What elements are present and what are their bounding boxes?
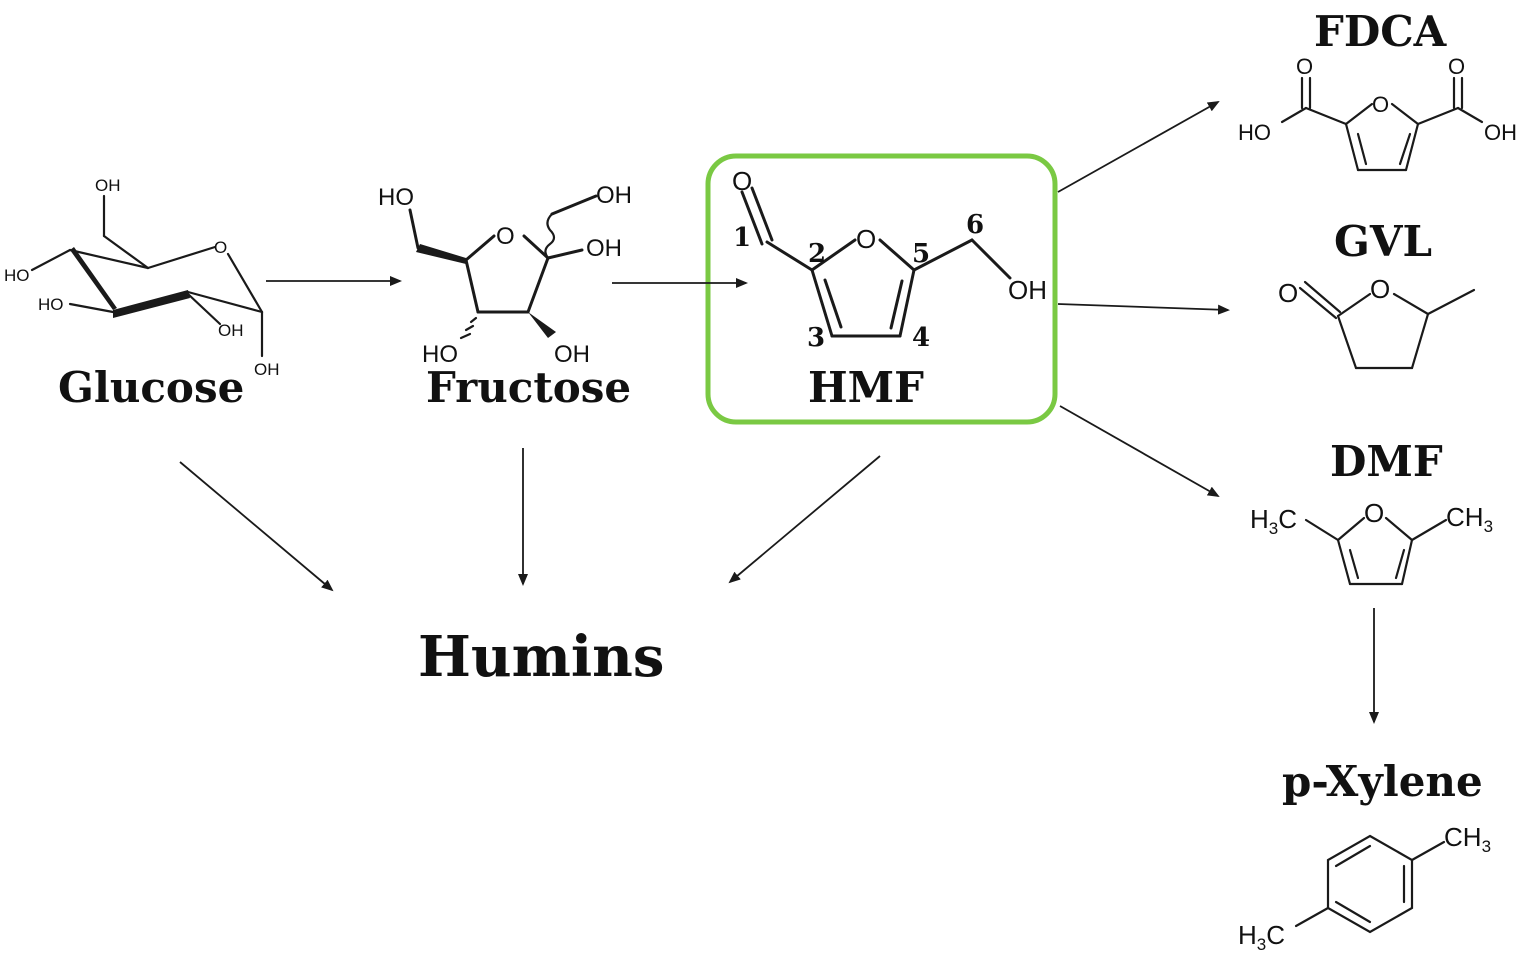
arrow-hmf-humins — [728, 455, 881, 584]
gvl-structure: GVL O O — [1278, 217, 1476, 370]
hmf-position-3: 3 — [807, 323, 825, 353]
fructose-label: Fructose — [426, 363, 631, 412]
fructose-oh-right: OH — [586, 235, 622, 262]
fdca-ring-o: O — [1372, 92, 1389, 117]
glucose-ring-o: O — [214, 238, 227, 257]
arrow-glucose-humins — [179, 461, 334, 592]
reaction-arrows — [179, 101, 1379, 724]
hmf-position-6: 6 — [966, 210, 984, 240]
fructose-oh-top: OH — [596, 182, 632, 209]
fdca-structure: FDCA O O O HO OH — [1238, 7, 1517, 172]
arrow-hmf-dmf — [1059, 405, 1220, 497]
arrow-hmf-gvl — [1057, 303, 1230, 315]
hmf-position-5: 5 — [912, 239, 930, 269]
dmf-h3c: H3C — [1250, 504, 1297, 538]
arrow-hmf-fdca — [1057, 101, 1220, 193]
pxylene-label: p-Xylene — [1282, 757, 1483, 806]
dmf-ring-o: O — [1364, 498, 1384, 528]
fructose-ho-bottom: HO — [422, 341, 458, 368]
pxylene-structure: p-Xylene CH3 H3C — [1238, 757, 1491, 954]
pxylene-ch3: CH3 — [1444, 822, 1491, 856]
gvl-label: GVL — [1334, 217, 1432, 266]
fructose-structure: HO O OH OH HO OH Fructose — [378, 182, 632, 412]
glucose-oh-anomeric: OH — [254, 360, 280, 379]
hmf-carbonyl-o: O — [732, 166, 752, 196]
hmf-position-2: 2 — [808, 239, 826, 269]
hmf-structure: O O OH 1 2 3 4 5 6 HMF — [732, 166, 1047, 412]
glucose-oh-top: OH — [95, 176, 121, 195]
hmf-position-4: 4 — [912, 323, 930, 353]
pxylene-h3c: H3C — [1238, 920, 1285, 954]
glucose-structure: OH O HO HO OH OH Glucose — [4, 176, 280, 412]
dmf-label: DMF — [1330, 437, 1443, 486]
fructose-ho-top: HO — [378, 184, 414, 211]
hmf-position-1: 1 — [733, 223, 751, 253]
glucose-oh-right: OH — [218, 321, 244, 340]
hmf-ring-o: O — [856, 224, 876, 254]
humins-label: Humins — [418, 624, 664, 690]
glucose-ho-left: HO — [4, 266, 30, 285]
gvl-ring-o: O — [1370, 274, 1390, 304]
fructose-oh-bottom: OH — [554, 341, 590, 368]
fdca-oh: OH — [1484, 120, 1517, 145]
gvl-carbonyl-o: O — [1278, 278, 1298, 308]
fdca-label: FDCA — [1314, 7, 1448, 56]
fdca-o-right: O — [1448, 54, 1465, 79]
fructose-ring-o: O — [496, 223, 515, 250]
dmf-ch3: CH3 — [1446, 502, 1493, 536]
hmf-highlight-box — [705, 153, 1058, 425]
hmf-oh: OH — [1008, 275, 1047, 305]
fdca-ho: HO — [1238, 120, 1271, 145]
glucose-label: Glucose — [58, 363, 244, 412]
dmf-structure: DMF O H3C CH3 — [1250, 437, 1493, 586]
glucose-ho-mid: HO — [38, 295, 64, 314]
hmf-label: HMF — [808, 363, 924, 412]
fdca-o-left: O — [1296, 54, 1313, 79]
